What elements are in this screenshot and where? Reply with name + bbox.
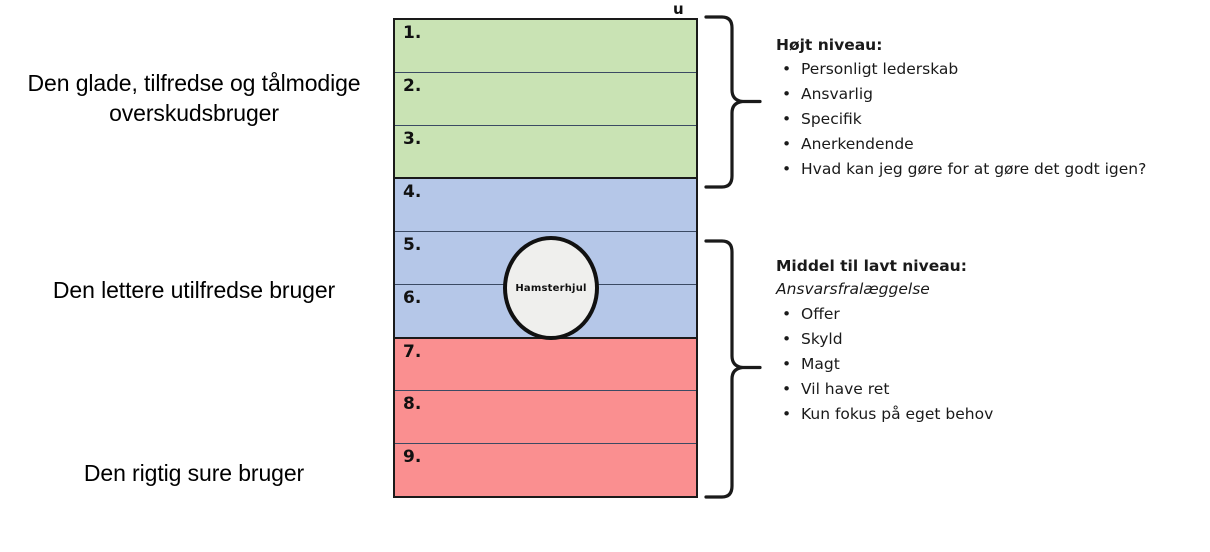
- panel-low-level-subtitle: Ansvarsfralæggelse: [776, 280, 930, 298]
- ladder-rung-8[interactable]: 8.: [395, 391, 696, 445]
- list-item-label: Anerkendende: [801, 135, 914, 153]
- panel-low-level: Middel til lavt niveau: Ansvarsfralæggel…: [776, 255, 1196, 427]
- hamster-wheel-label: Hamsterhjul: [515, 282, 587, 294]
- ladder-rung-4[interactable]: 4.: [395, 179, 696, 233]
- ladder-rung-number: 3.: [403, 128, 422, 149]
- bullet-icon: •: [782, 85, 792, 103]
- bullet-icon: •: [782, 380, 792, 398]
- ladder-rung-2[interactable]: 2.: [395, 72, 696, 126]
- list-item-label: Magt: [801, 355, 840, 373]
- ladder-rung-number: 9.: [403, 447, 422, 468]
- top-edge-tick-mark: u: [673, 0, 684, 18]
- list-item: • Personligt lederskab: [776, 57, 1196, 82]
- ladder-rung-3[interactable]: 3.: [395, 125, 696, 180]
- panel-high-level: Højt niveau: • Personligt lederskab • An…: [776, 34, 1196, 182]
- panel-high-level-title: Højt niveau:: [776, 36, 883, 54]
- list-item: • Vil have ret: [776, 377, 1196, 402]
- bullet-icon: •: [782, 110, 792, 128]
- ladder-rung-number: 5.: [403, 235, 422, 256]
- brace-low-level-icon: [704, 239, 762, 499]
- panel-low-level-list: • Offer • Skyld • Magt • Vil have ret • …: [776, 302, 1196, 427]
- ladder-rung-number: 7.: [403, 341, 422, 362]
- label-angry-user: Den rigtig sure bruger: [83, 460, 305, 486]
- ladder-rung-number: 8.: [403, 394, 422, 415]
- list-item-label: Personligt lederskab: [801, 60, 959, 78]
- ladder-rung-number: 4.: [403, 182, 422, 203]
- label-satisfied-user: Den glade, tilfredse og tålmodige oversk…: [27, 70, 361, 126]
- list-item-label: Specifik: [801, 110, 862, 128]
- ladder-rung-1[interactable]: 1.: [395, 20, 696, 73]
- list-item: • Hvad kan jeg gøre for at gøre det godt…: [776, 157, 1196, 182]
- list-item-label: Skyld: [801, 330, 843, 348]
- brace-high-level-icon: [704, 15, 762, 189]
- list-item: • Offer: [776, 302, 1196, 327]
- list-item: • Ansvarlig: [776, 82, 1196, 107]
- ladder-rung-number: 1.: [403, 23, 422, 43]
- list-item-label: Vil have ret: [801, 380, 890, 398]
- list-item-label: Hvad kan jeg gøre for at gøre det godt i…: [801, 160, 1147, 178]
- bullet-icon: •: [782, 305, 792, 323]
- ladder-rung-number: 6.: [403, 287, 422, 308]
- panel-high-level-list: • Personligt lederskab • Ansvarlig • Spe…: [776, 57, 1196, 182]
- bullet-icon: •: [782, 355, 792, 373]
- bullet-icon: •: [782, 330, 792, 348]
- panel-low-level-title: Middel til lavt niveau:: [776, 257, 967, 275]
- ladder-rung-number: 2.: [403, 75, 422, 96]
- ladder-rung-7[interactable]: 7.: [395, 338, 696, 392]
- bullet-icon: •: [782, 405, 792, 423]
- list-item-label: Ansvarlig: [801, 85, 873, 103]
- ladder-rung-9[interactable]: 9.: [395, 444, 696, 497]
- list-item-label: Kun fokus på eget behov: [801, 405, 994, 423]
- bullet-icon: •: [782, 60, 792, 78]
- list-item: • Specifik: [776, 107, 1196, 132]
- bullet-icon: •: [782, 135, 792, 153]
- bullet-icon: •: [782, 160, 792, 178]
- label-mildly-dissatisfied-user: Den lettere utilfredse bruger: [52, 277, 336, 303]
- hamster-wheel-circle[interactable]: Hamsterhjul: [503, 236, 599, 340]
- list-item: • Anerkendende: [776, 132, 1196, 157]
- list-item: • Kun fokus på eget behov: [776, 402, 1196, 427]
- list-item-label: Offer: [801, 305, 840, 323]
- list-item: • Skyld: [776, 327, 1196, 352]
- list-item: • Magt: [776, 352, 1196, 377]
